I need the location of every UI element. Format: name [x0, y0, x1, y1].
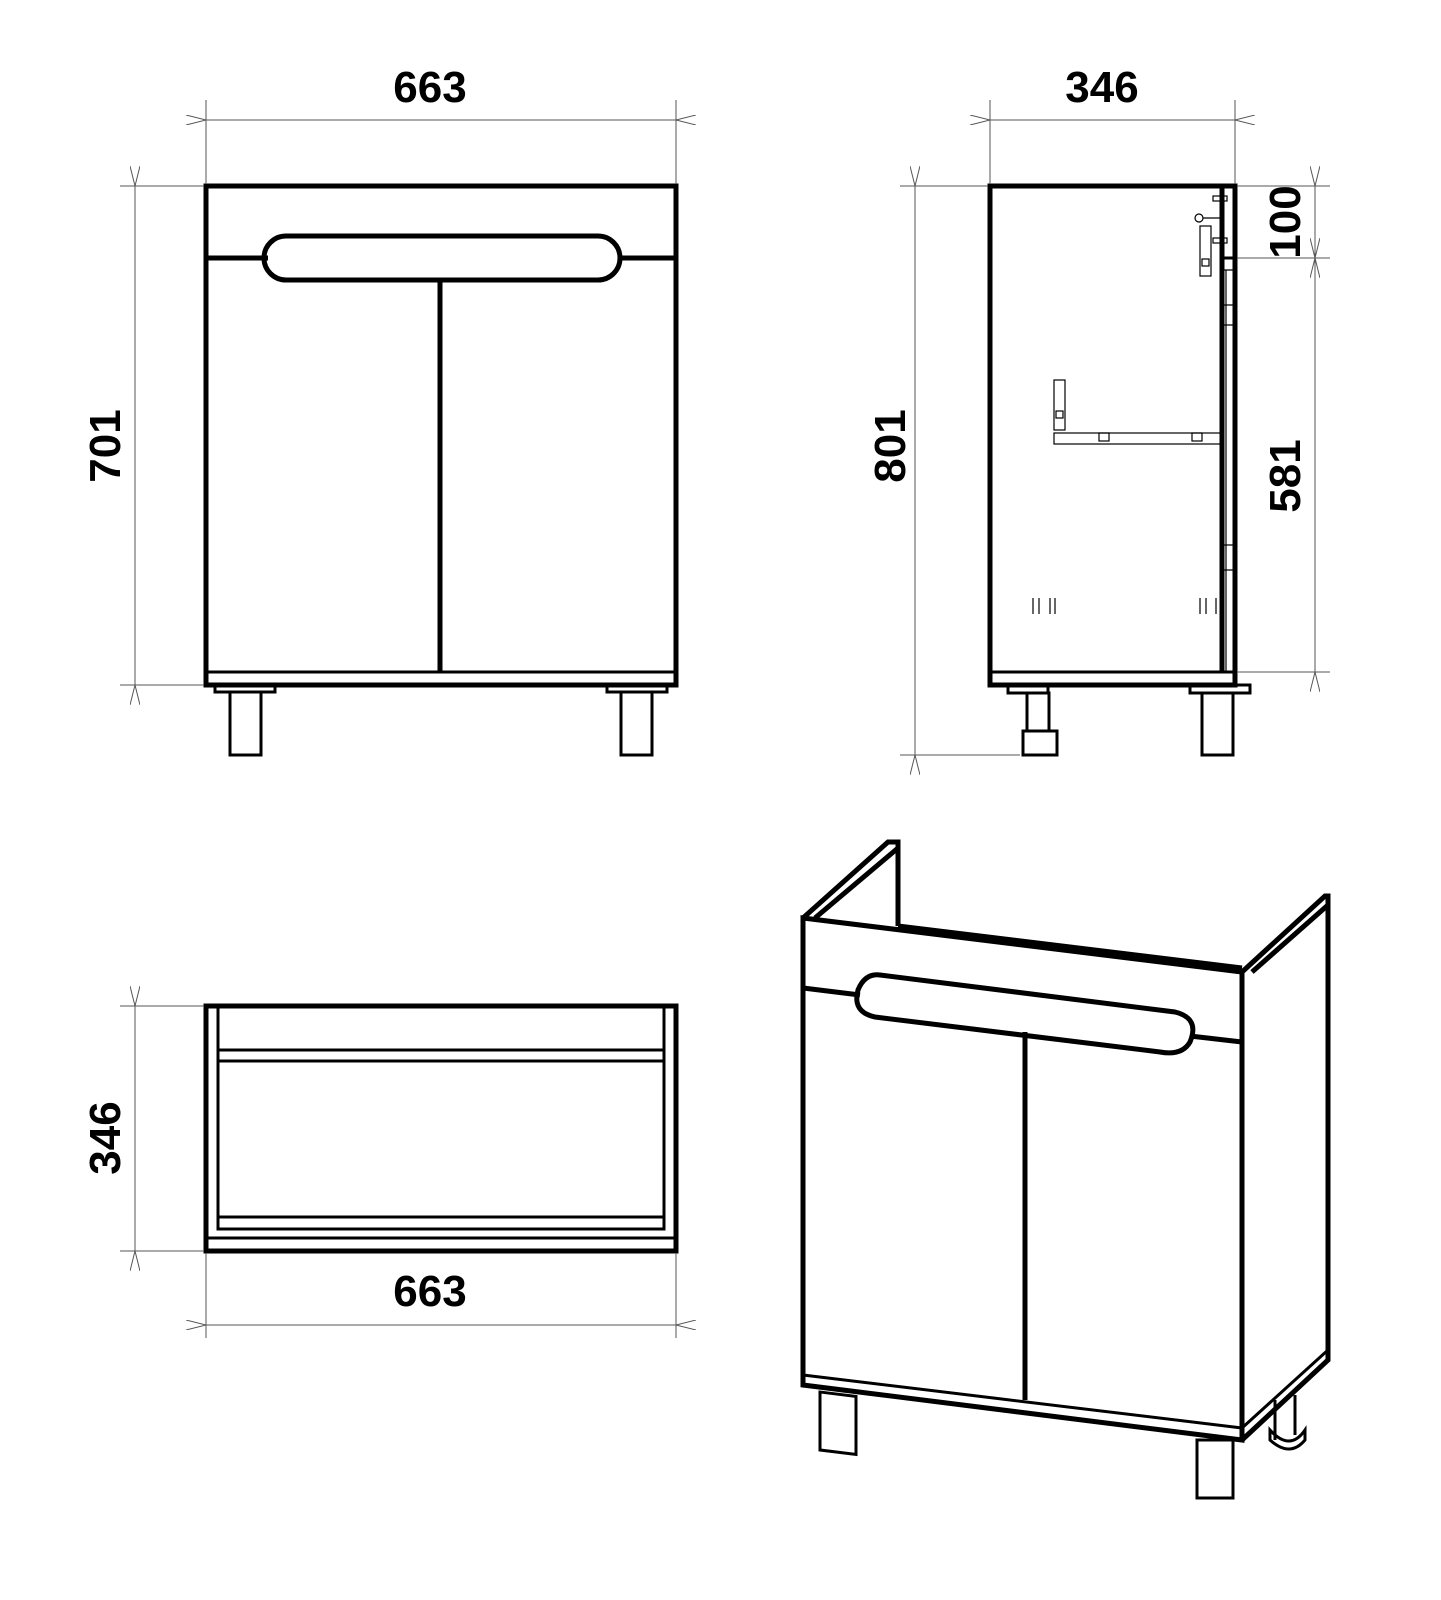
handle-oval — [854, 972, 1196, 1056]
top-width-dimension: 663 — [393, 1267, 466, 1316]
leg — [619, 690, 654, 757]
top-rail-dimension: 100 — [1261, 185, 1310, 258]
handle-oval — [261, 233, 623, 283]
top-view: 346 663 — [81, 1006, 676, 1338]
side-total-height-dimension: 801 — [866, 409, 915, 482]
side-view: 346 801 100 581 — [866, 63, 1330, 755]
door-height-dimension: 581 — [1261, 439, 1310, 512]
side-depth-dimension: 346 — [1065, 63, 1138, 112]
front-width-dimension: 663 — [393, 63, 466, 112]
isometric-view — [800, 839, 1331, 1500]
front-height-dimension: 701 — [81, 409, 130, 482]
top-depth-dimension: 346 — [81, 1101, 130, 1174]
front-view: 663 701 — [81, 63, 676, 757]
leg — [228, 690, 263, 757]
